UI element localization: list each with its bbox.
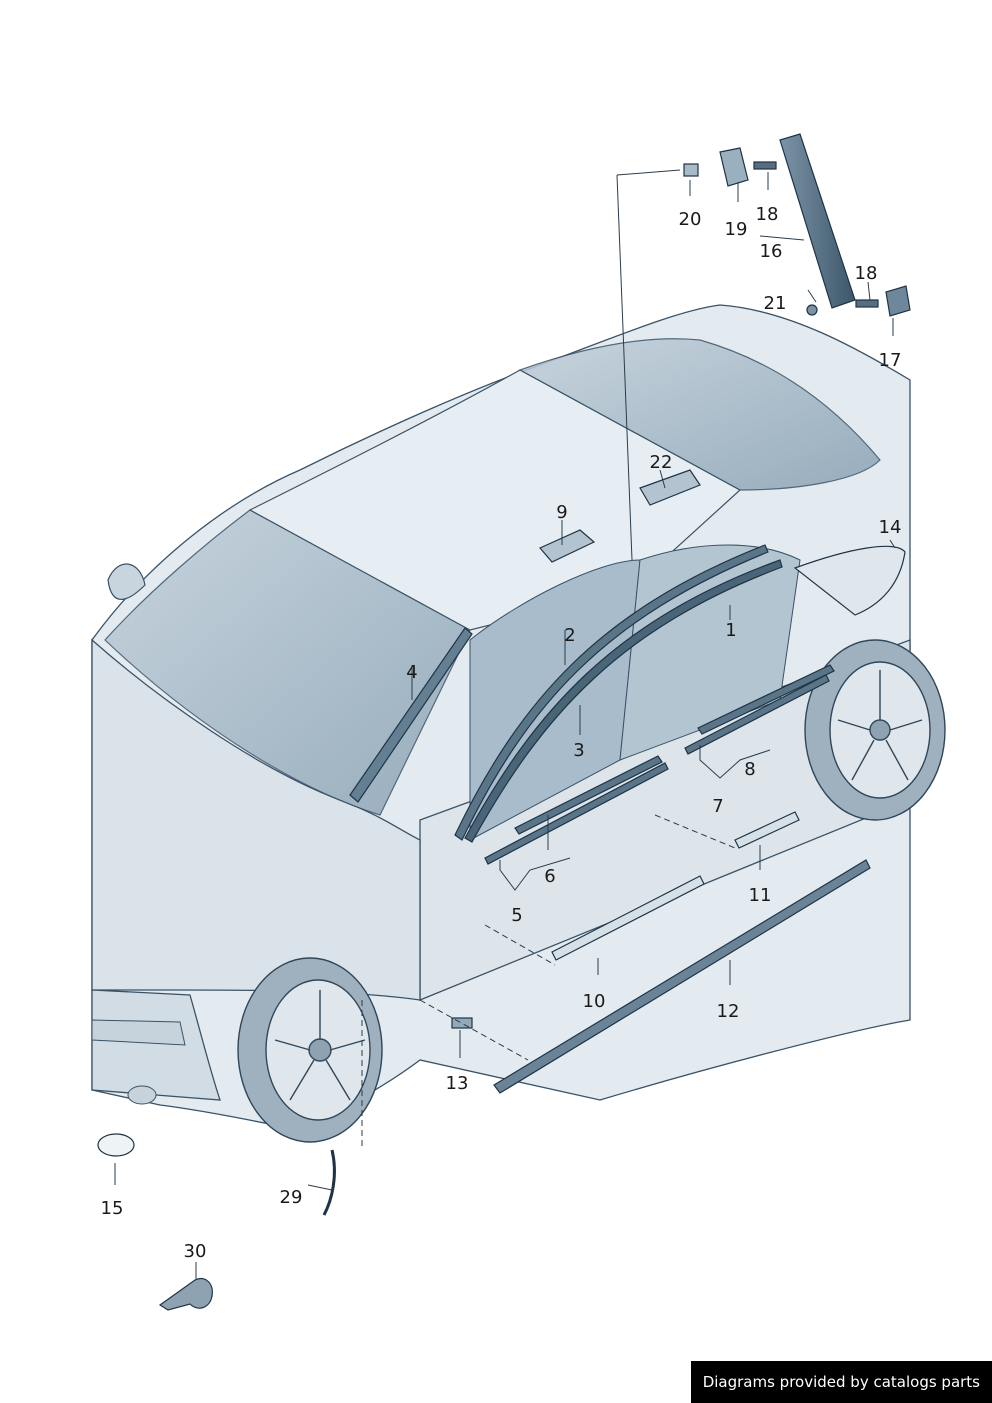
part-10-sill-front	[551, 875, 705, 961]
callout-16: 16	[759, 241, 783, 262]
trim-parts	[97, 133, 911, 1311]
callout-7: 7	[712, 796, 724, 817]
callout-8: 8	[744, 759, 756, 780]
part-12-sill-trim	[493, 859, 871, 1094]
part-1-roof-trim	[464, 559, 783, 843]
part-18-screw-lower	[855, 299, 879, 308]
callout-9: 9	[556, 502, 568, 523]
callout-18-top: 18	[755, 204, 779, 225]
callout-19: 19	[724, 219, 748, 240]
part-18-screw-top	[753, 161, 777, 170]
part-29-arch-trim	[322, 1149, 336, 1216]
callout-6: 6	[544, 866, 556, 887]
part-13-clip	[451, 1017, 473, 1029]
part-6-belt-front-lower	[484, 762, 669, 865]
callout-30: 30	[183, 1241, 207, 1262]
callout-10: 10	[582, 991, 606, 1012]
callout-2: 2	[564, 625, 576, 646]
callout-29: 29	[279, 1187, 303, 1208]
callout-5: 5	[511, 905, 523, 926]
callout-20: 20	[678, 209, 702, 230]
fog-light	[127, 1085, 157, 1105]
side-mirror	[107, 563, 146, 600]
part-11-sill-rear	[734, 811, 800, 849]
front-wheel	[237, 957, 383, 1143]
headlight	[91, 1019, 186, 1046]
callout-4: 4	[406, 662, 418, 683]
part-17-cap	[885, 285, 911, 317]
callout-17: 17	[878, 350, 902, 371]
part-14-quarter-trim	[793, 545, 906, 616]
part-21-nut	[806, 304, 818, 316]
part-8-belt-rear-lower	[684, 674, 830, 755]
part-22-connector	[639, 469, 701, 506]
callout-11: 11	[748, 885, 772, 906]
callout-22: 22	[649, 452, 673, 473]
callout-12: 12	[716, 1001, 740, 1022]
footer-credit: Diagrams provided by catalogs parts	[690, 1361, 992, 1403]
callout-18-lower: 18	[854, 263, 878, 284]
callout-13: 13	[445, 1073, 469, 1094]
part-4-strip	[349, 627, 473, 803]
part-19-bracket	[719, 147, 749, 187]
part-20-clip	[683, 163, 699, 177]
callout-3: 3	[573, 740, 585, 761]
part-16-pillar-trim	[779, 133, 856, 309]
leader-lines	[114, 169, 896, 1280]
callout-14: 14	[878, 517, 902, 538]
rear-wheel	[804, 639, 946, 821]
callout-21: 21	[763, 293, 787, 314]
part-15-ring	[97, 1133, 135, 1157]
part-30-tape	[158, 1278, 213, 1311]
part-6-belt-front	[514, 755, 663, 835]
part-8-belt-rear	[697, 664, 835, 735]
part-9-bracket	[539, 529, 596, 563]
rear-window	[518, 338, 881, 491]
callout-15: 15	[100, 1198, 124, 1219]
windshield	[104, 509, 471, 816]
part-2-roof-trim	[454, 544, 769, 841]
callout-1: 1	[725, 620, 737, 641]
